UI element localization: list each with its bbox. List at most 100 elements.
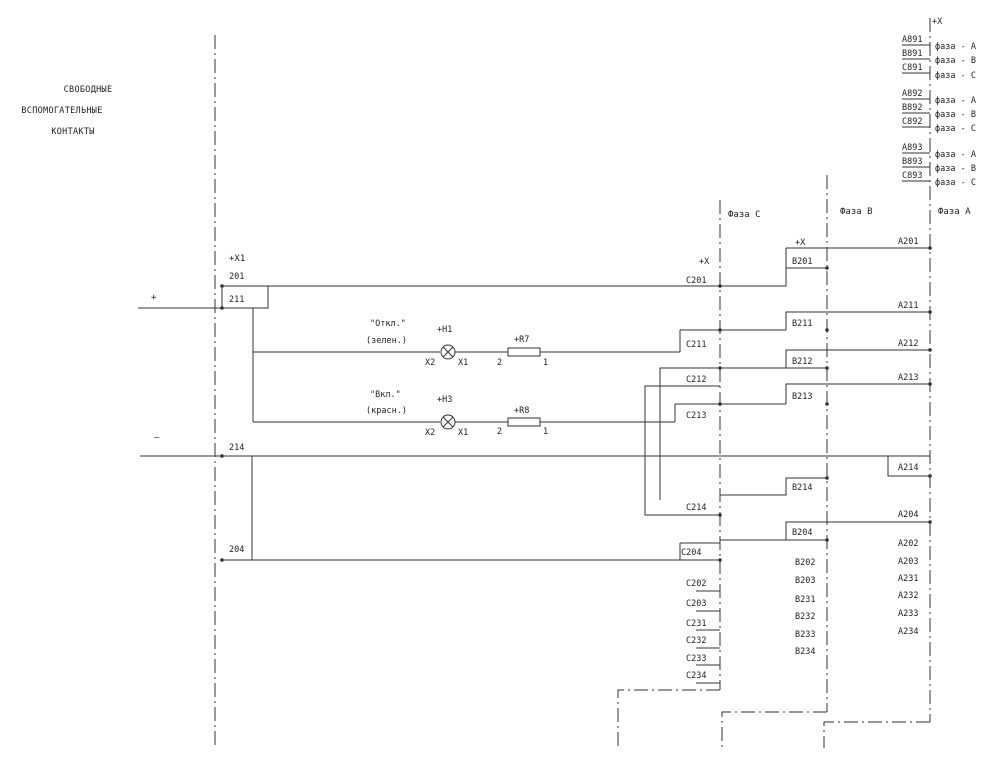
phase-b-labels: B201 B211 B212 B213 B214 B204 B202 B203 … [792,257,815,657]
legend-wire-b893: B893 [902,157,922,167]
lamp-h1-pin-left: X2 [425,358,435,368]
spare-b233: B233 [795,630,815,640]
wire-label-a212: A212 [898,339,918,349]
spare-a232: A232 [898,591,918,601]
wire-label-b204: B204 [792,528,812,538]
resistor-r7-ref: +R7 [514,335,529,345]
wire-label-b211: B211 [792,319,812,329]
terminal-211: 211 [229,295,244,305]
wire-label-c201: C201 [686,276,706,286]
legend-group-2: A892 B892 C892 фаза - А фаза - В фаза - … [902,89,976,134]
spare-a202: A202 [898,539,918,549]
legend-wire-b891: B891 [902,49,922,59]
wire-label-c211: C211 [686,340,706,350]
phase-c-labels: C201 C211 C212 C213 C214 C204 C202 C203 … [681,276,720,684]
wire-a212 [785,349,930,368]
phase-a-header: Фаза А [938,207,971,217]
legend-label-a1: фаза - А [935,42,976,52]
legend-label-b3: фаза - В [935,164,976,174]
spare-c202: C202 [686,579,706,589]
wire-label-a214: A214 [898,463,918,473]
lamp-h1-ref: +H1 [437,325,452,335]
phase-b-block-label: +Х [795,238,806,248]
legend-label-b1: фаза - В [935,56,976,66]
legend-label-c2: фаза - С [935,124,976,134]
spare-c234: C234 [686,671,706,681]
wire-label-c213: C213 [686,411,706,421]
resistor-r7-pin-left: 2 [497,358,502,368]
legend-label-b2: фаза - В [935,110,976,120]
phase-b-boundary-tail [721,711,827,748]
wire-b214 [720,477,827,496]
lamp-h3-pin-left: X2 [425,428,435,438]
legend-wire-c892: C892 [902,117,922,127]
spare-b234: B234 [795,647,815,657]
legend-label-a2: фаза - А [935,96,976,106]
wire-label-b201: B201 [792,257,812,267]
wire-label-a213: A213 [898,373,918,383]
terminal-201: 201 [229,272,244,282]
lamp-h1-caption: "Откл." [370,319,406,329]
side-note-line-1: СВОБОДНЫЕ [64,85,113,95]
phase-legend: +Х A891 B891 C891 фаза - А фаза - В фаза… [902,17,976,188]
wire-label-b214: B214 [792,483,812,493]
side-note-line-3: КОНТАКТЫ [51,127,94,137]
spare-a231: A231 [898,574,918,584]
legend-wire-b892: B892 [902,103,922,113]
terminal-block-name: +X1 [229,254,245,264]
terminal-204: 204 [229,545,244,555]
wire-b201-link [720,267,827,287]
plus-polarity: + [151,293,157,303]
legend-label-c1: фаза - С [935,71,976,81]
wire-label-b212: B212 [792,357,812,367]
legend-leaders [902,44,930,182]
lamp-h3: "Вкл." (красн.) +H3 X2 X1 [366,390,468,438]
wire-a214 [887,456,930,477]
wire-label-c212: C212 [686,375,706,385]
spare-a234: A234 [898,627,918,637]
spare-b203: B203 [795,576,815,586]
legend-wire-c891: C891 [902,63,922,73]
spare-a203: A203 [898,557,918,567]
wire-c214-loop [644,385,720,516]
side-note: СВОБОДНЫЕ ВСПОМОГАТЕЛЬНЫЕ КОНТАКТЫ [21,85,112,137]
terminal-block-x1: +X1 201 211 214 204 [221,254,269,555]
spare-c231: C231 [686,619,706,629]
spare-c232: C232 [686,636,706,646]
phase-c-header: Фаза С [728,210,761,220]
terminal-214: 214 [229,443,244,453]
wire-label-a211: A211 [898,301,918,311]
wire-c212-bus [659,367,720,500]
phase-c-boundary-tail [617,689,720,748]
wire-a204 [785,521,930,540]
minus-polarity: – [154,433,160,443]
lamp-h1-color: (зелен.) [366,336,407,346]
wire-label-c204: C204 [681,548,701,558]
legend-wire-a892: A892 [902,89,922,99]
legend-group-3: A893 B893 C893 фаза - А фаза - В фаза - … [902,143,976,188]
phase-a-labels: A201 A211 A212 A213 A214 A204 A202 A203 … [898,237,918,637]
lamp-h3-caption: "Вкл." [370,390,401,400]
legend-wire-c893: C893 [902,171,922,181]
wire-a211 [785,311,930,330]
wire-label-c214: C214 [686,503,706,513]
spare-b202: B202 [795,558,815,568]
resistor-r8-ref: +R8 [514,406,529,416]
wire-label-a201: A201 [898,237,918,247]
resistor-r8-pin-left: 2 [497,427,502,437]
legend-group-1: A891 B891 C891 фаза - А фаза - В фаза - … [902,35,976,81]
wire-a213 [785,383,930,404]
spare-c203: C203 [686,599,706,609]
spare-b231: B231 [795,595,815,605]
wire-label-b213: B213 [792,392,812,402]
legend-label-a3: фаза - А [935,150,976,160]
resistor-r8-pin-right: 1 [543,427,548,437]
legend-label-c3: фаза - С [935,178,976,188]
lamp-h3-pin-right: X1 [458,428,468,438]
phase-c-block-label: +Х [699,257,710,267]
phase-a-boundary-tail [823,721,930,748]
lamp-h3-ref: +H3 [437,395,452,405]
lamp-h1: "Откл." (зелен.) +H1 X2 X1 [366,319,468,368]
